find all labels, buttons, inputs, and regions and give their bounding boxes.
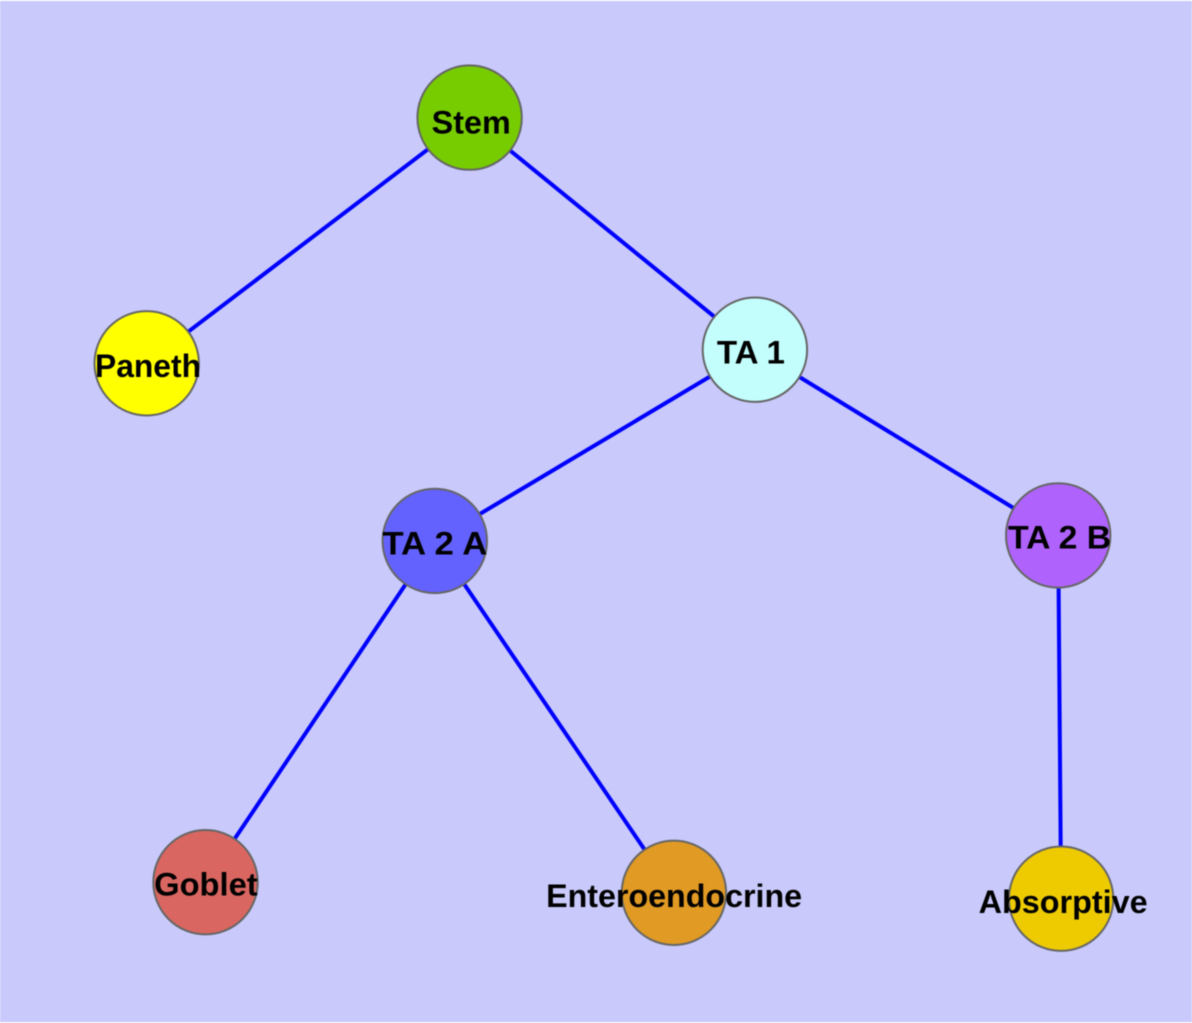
svg-text:TA 2 B: TA 2 B (1008, 520, 1111, 556)
svg-text:Paneth: Paneth (95, 348, 201, 384)
svg-text:TA 1: TA 1 (717, 335, 785, 371)
svg-text:TA 2 A: TA 2 A (382, 526, 487, 562)
svg-text:Stem: Stem (432, 104, 511, 140)
svg-text:Enteroendocrine: Enteroendocrine (546, 878, 802, 914)
svg-text:Absorptive: Absorptive (979, 884, 1148, 920)
svg-text:Goblet: Goblet (154, 866, 258, 902)
